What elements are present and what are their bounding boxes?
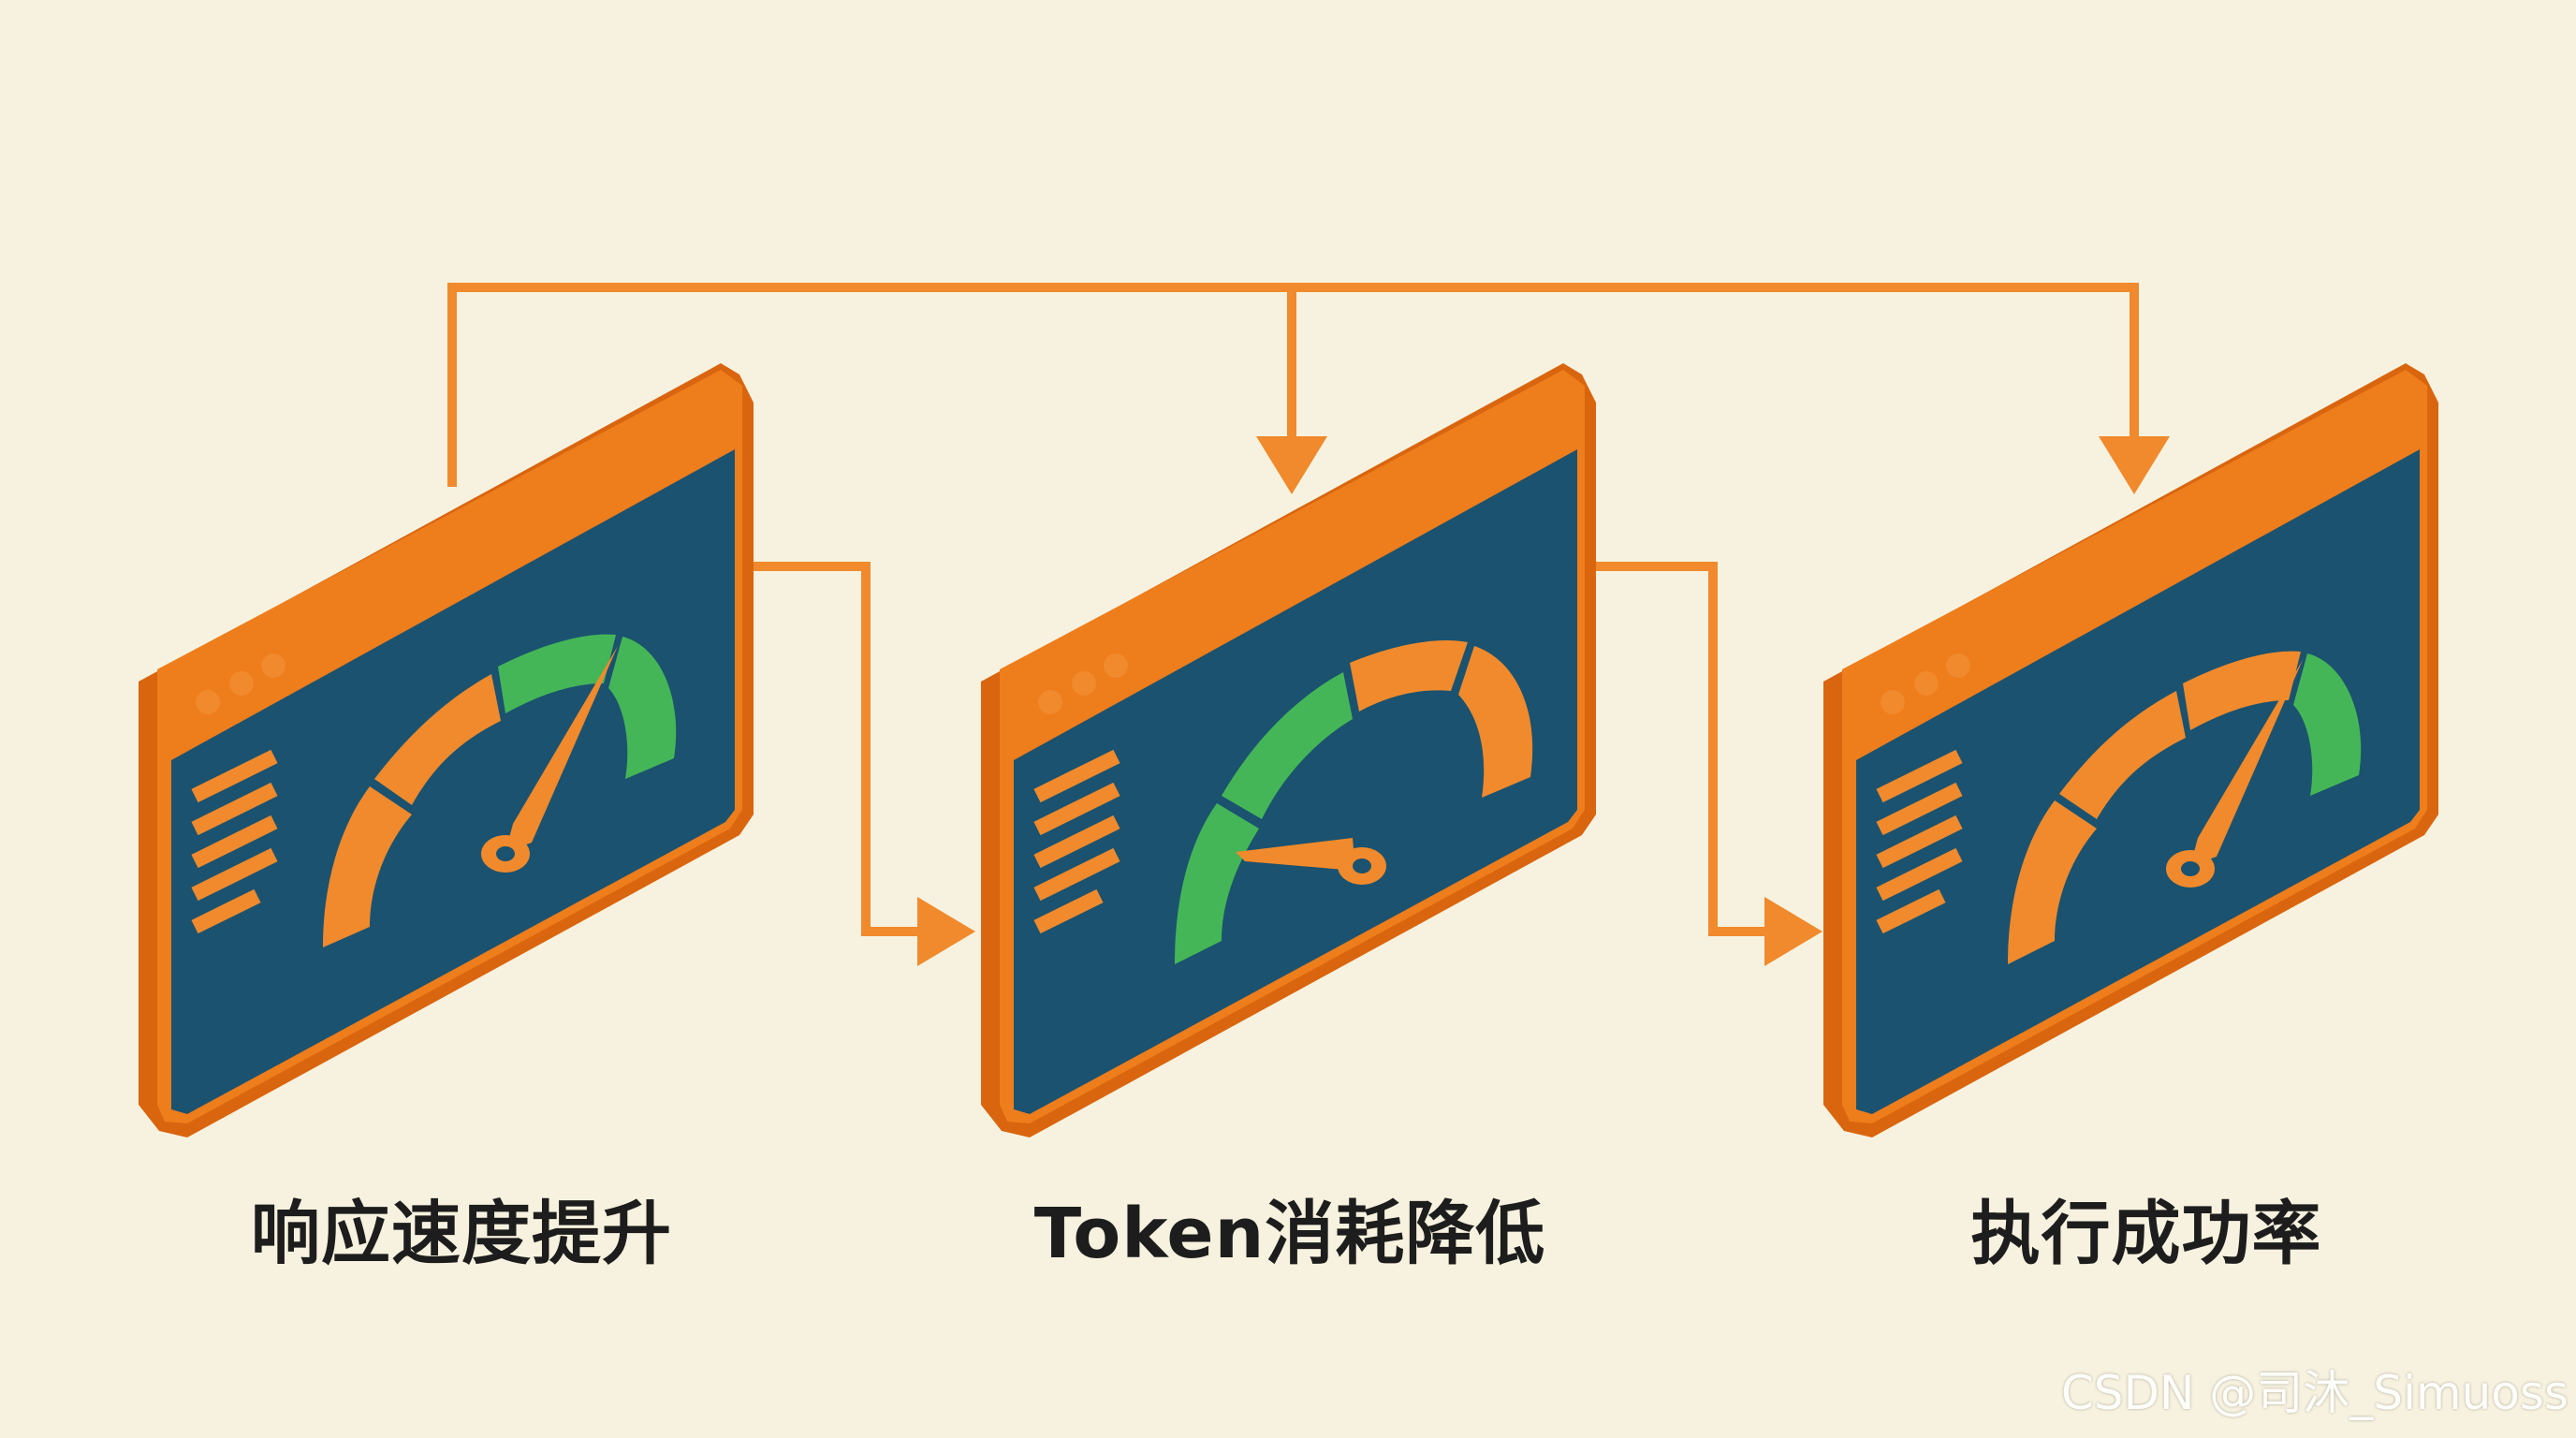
window-dots-icon (1881, 653, 1970, 714)
arrow-head-icon (917, 897, 975, 966)
watermark: CSDN @司沐_Simuoss (2060, 1366, 2569, 1420)
top-connector (447, 283, 2139, 487)
panel-label-token-cost: Token消耗降低 (1033, 1194, 1546, 1274)
arrow-head-icon (1764, 897, 1822, 966)
arrow-head-icon (1256, 436, 1327, 494)
text-lines-icon (191, 749, 278, 934)
side-connector (754, 562, 1769, 936)
panel-screen (1014, 449, 1577, 1114)
panel-label-response-speed: 响应速度提升 (251, 1194, 672, 1274)
text-lines-icon (1033, 749, 1120, 934)
panel-label-success-rate: 执行成功率 (1970, 1194, 2322, 1274)
speedometer-gauge-icon (2008, 651, 2362, 964)
browser-window-icon (139, 363, 754, 1137)
arrow-head-icon (2099, 436, 2170, 494)
text-lines-icon (1876, 749, 1963, 934)
speedometer-gauge-icon (1175, 640, 1533, 964)
panel-screen (171, 449, 735, 1114)
browser-window-icon (1823, 363, 2438, 1137)
panel-screen (1856, 449, 2420, 1114)
browser-window-icon (981, 363, 1596, 1137)
window-dots-icon (1038, 653, 1128, 714)
window-dots-icon (196, 653, 285, 714)
speedometer-gauge-icon (323, 634, 677, 947)
